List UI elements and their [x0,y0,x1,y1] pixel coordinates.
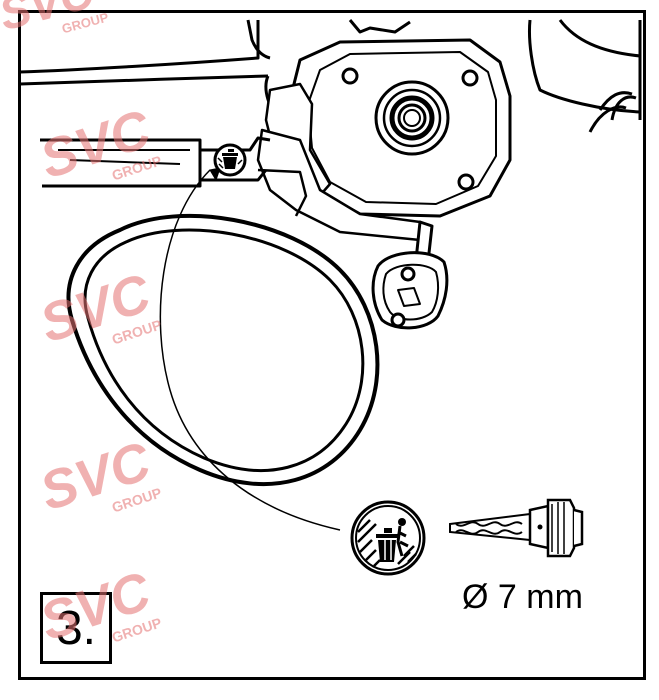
drill-diameter-label: Ø 7 mm [462,578,583,616]
threaded-boss [374,80,450,156]
step-number: 3. [55,602,97,655]
small-recycle-bin-icon [213,143,247,177]
cord-loop [66,213,380,487]
leader-line [159,169,341,531]
rubber-mount [371,220,449,330]
recycle-bin-icon [350,500,426,576]
plate-fasteners [341,67,479,191]
step-number-box: 3. [40,592,112,664]
drill-bit-icon [449,498,584,558]
leader-arrow [209,167,221,182]
engine-housing [19,19,642,133]
diagram-frame [18,10,646,680]
